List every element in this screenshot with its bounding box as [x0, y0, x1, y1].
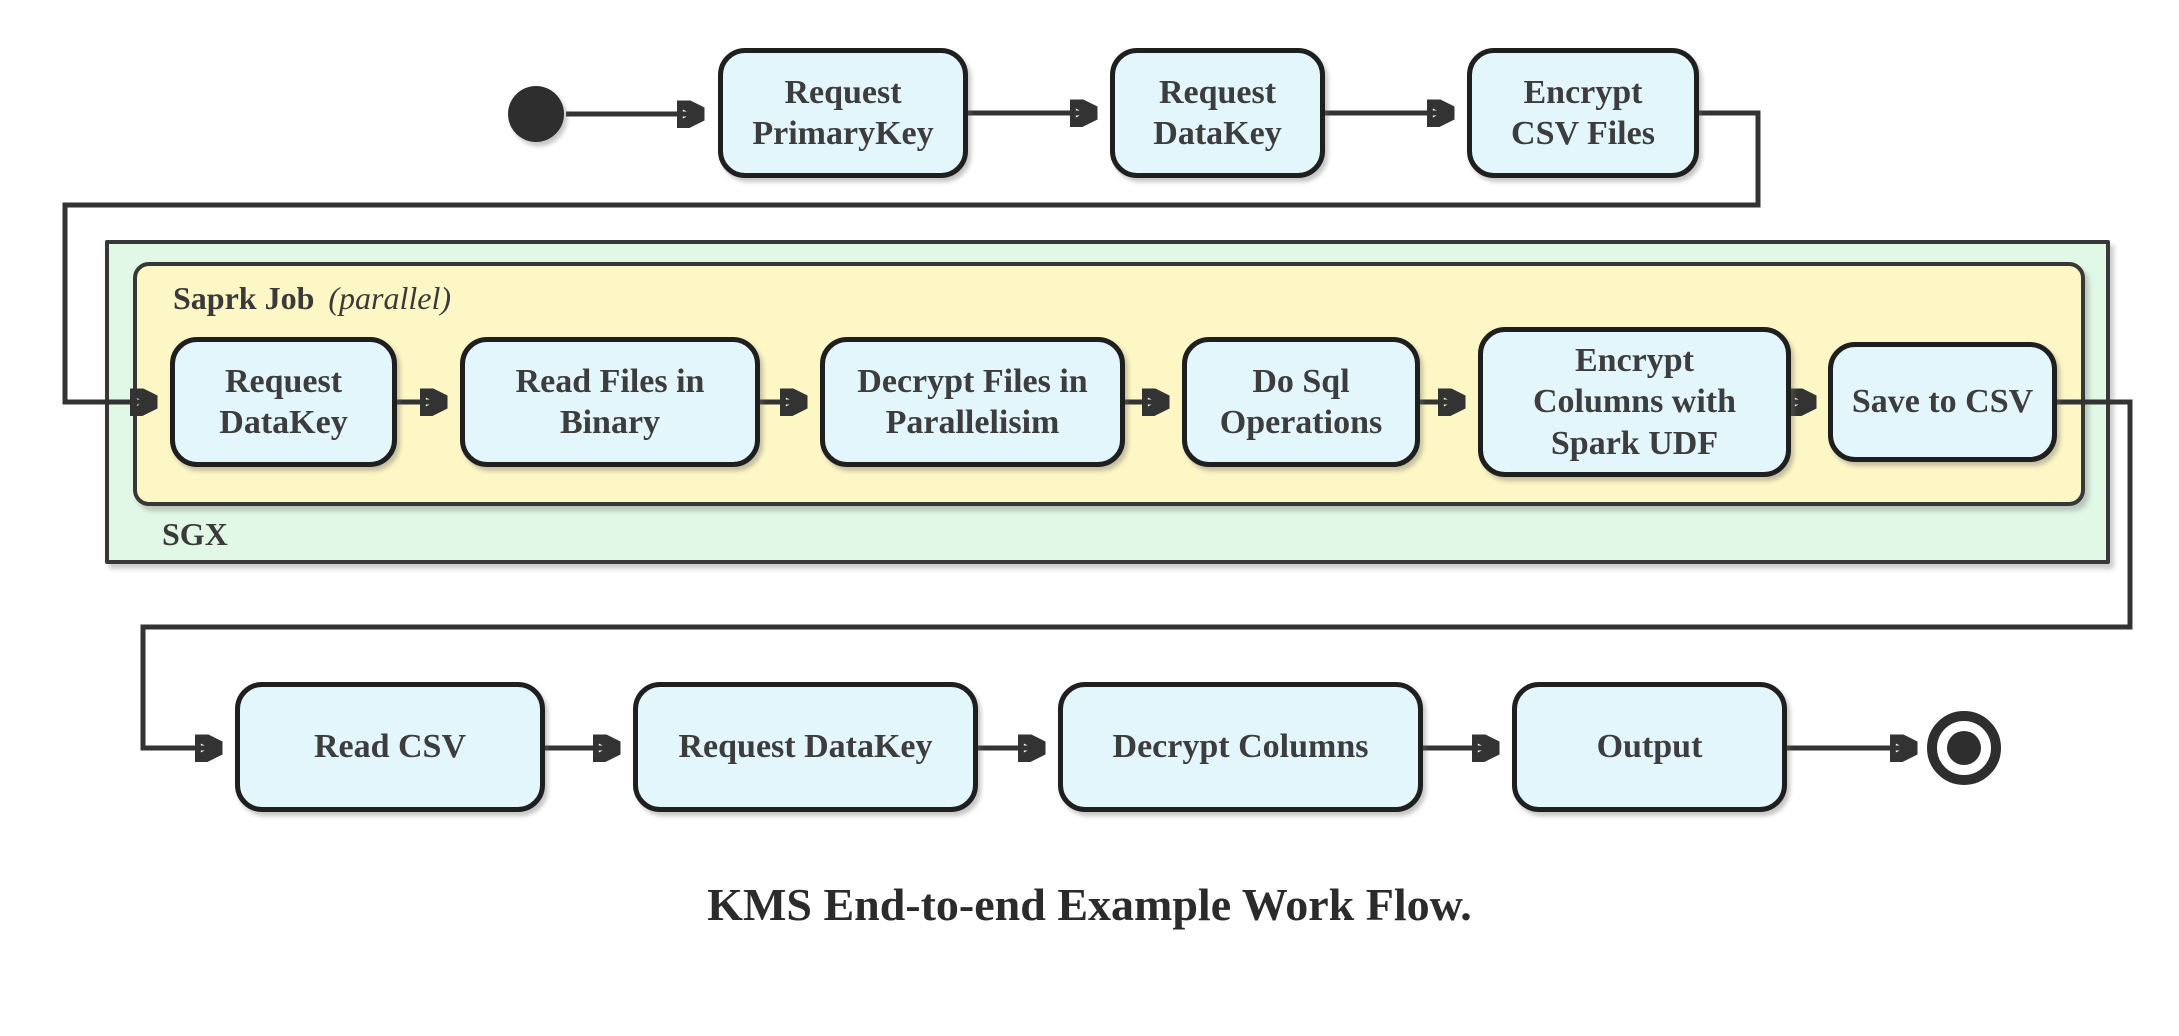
node-read-csv: Read CSV	[235, 682, 545, 812]
node-encrypt-columns-with-spark-udf: Encrypt Columns with Spark UDF	[1478, 327, 1791, 477]
node-output: Output	[1512, 682, 1787, 812]
spark-job-label-text: Saprk Job	[173, 280, 315, 316]
end-node-dot	[1947, 731, 1981, 765]
node-save-to-csv: Save to CSV	[1828, 342, 2057, 462]
node-encrypt-csv-files: Encrypt CSV Files	[1467, 48, 1699, 178]
node-request-datakey-client: Request DataKey	[633, 682, 978, 812]
diagram-caption: KMS End-to-end Example Work Flow.	[707, 879, 1472, 930]
sgx-container-label: SGX	[162, 516, 228, 552]
node-decrypt-files-in-parallelisim: Decrypt Files in Parallelisim	[820, 337, 1125, 467]
node-request-datakey-spark: Request DataKey	[170, 337, 397, 467]
start-node	[508, 86, 564, 142]
node-decrypt-columns: Decrypt Columns	[1058, 682, 1423, 812]
node-read-files-in-binary: Read Files in Binary	[460, 337, 760, 467]
spark-job-container-label: Saprk Job (parallel)	[173, 280, 451, 317]
node-request-primarykey: Request PrimaryKey	[718, 48, 968, 178]
end-node	[1927, 711, 2001, 785]
node-request-datakey-top: Request DataKey	[1110, 48, 1325, 178]
node-do-sql-operations: Do Sql Operations	[1182, 337, 1420, 467]
spark-job-parallel-qualifier: (parallel)	[328, 280, 452, 316]
